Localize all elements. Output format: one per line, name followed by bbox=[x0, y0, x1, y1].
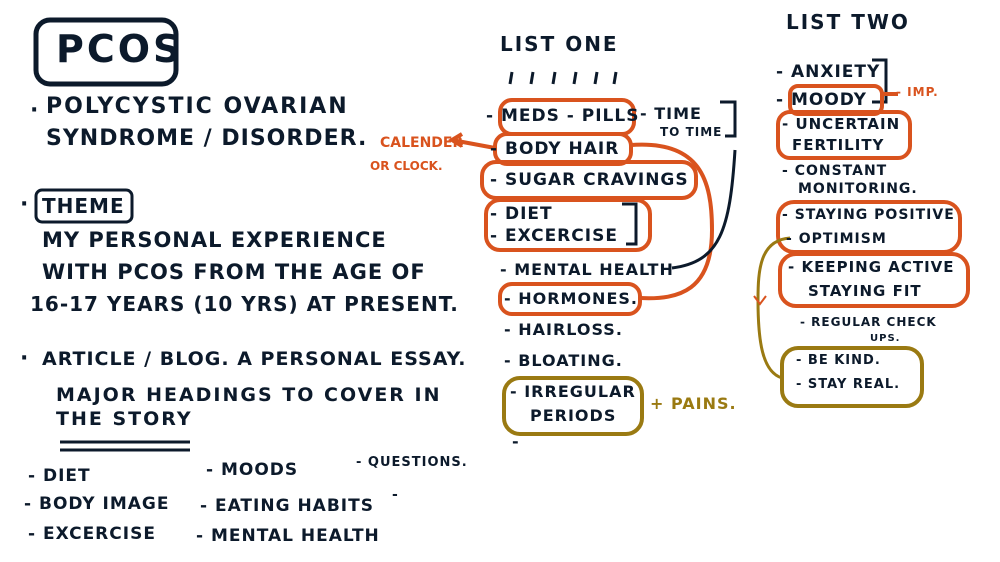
list-one-trailing-dash: - bbox=[512, 432, 520, 451]
list-one-ticks bbox=[508, 71, 618, 85]
definition-line-2: Syndrome / Disorder. bbox=[46, 126, 368, 151]
note-calender: Calender bbox=[380, 135, 464, 151]
connector-mental-health bbox=[671, 149, 737, 270]
note-time-2: to time bbox=[660, 125, 723, 139]
list-one-item-bloating: - Bloating. bbox=[504, 351, 623, 370]
list-one-item-bodyhair: - Body Hair bbox=[490, 139, 620, 159]
list-one-item-hormones: - Hormones. bbox=[504, 289, 638, 308]
theme-bullet: · bbox=[20, 192, 30, 217]
note-time-1: - Time bbox=[640, 104, 702, 123]
list-two-item-bekind: - Be kind. bbox=[796, 353, 881, 368]
list-one-item-hairloss: - Hairloss. bbox=[504, 320, 623, 339]
article-line-3: the story bbox=[56, 408, 193, 430]
list-two-item-active: - Keeping Active bbox=[788, 258, 955, 276]
list-one-item-irregular: - Irregular bbox=[510, 382, 636, 401]
list-two-item-ups: ups. bbox=[870, 333, 901, 344]
list-two-item-constant: - Constant bbox=[782, 163, 888, 179]
list-one-item-diet: - Diet bbox=[490, 204, 553, 224]
heading-questions: - Questions. bbox=[356, 455, 468, 470]
list-two-item-uncertain: - Uncertain bbox=[782, 115, 901, 133]
list-two-item-anxiety: - Anxiety bbox=[776, 62, 881, 82]
list-two-item-regular: - Regular Check bbox=[800, 315, 937, 329]
article-line-2: Major headings to cover in bbox=[56, 384, 442, 406]
connector-positive-bekind bbox=[756, 236, 791, 380]
list-two-item-stayreal: - Stay Real. bbox=[796, 377, 901, 392]
note-pains: + Pains. bbox=[650, 394, 737, 413]
heading-eating-habits: - Eating Habits bbox=[200, 496, 374, 516]
heading-diet: - Diet bbox=[28, 466, 91, 486]
heading-excercise: - Excercise bbox=[28, 524, 156, 544]
list-one-item-excercise: - Excercise bbox=[490, 226, 618, 246]
list-two-item-monitoring: Monitoring. bbox=[798, 181, 918, 197]
heading-body-image: - Body Image bbox=[24, 494, 170, 514]
note-imp: - Imp. bbox=[896, 85, 939, 99]
list-two-item-optimism: - Optimism bbox=[786, 231, 887, 247]
theme-line-1: My personal experience bbox=[42, 228, 387, 252]
heading-moods: - Moods bbox=[206, 460, 299, 480]
article-bullet: · bbox=[20, 346, 30, 371]
list-one-item-mental-health: - Mental Health bbox=[500, 260, 674, 279]
list-one-item-meds: - Meds - Pills bbox=[486, 106, 640, 126]
list-two-heading: List Two bbox=[786, 10, 910, 34]
list-one-heading: List One bbox=[500, 32, 619, 56]
dash-mark: - bbox=[392, 487, 399, 503]
note-clock: or clock. bbox=[370, 159, 443, 173]
article-line-1: Article / Blog. A personal essay. bbox=[42, 348, 467, 370]
list-two-item-fit: Staying Fit bbox=[808, 282, 922, 300]
list-one-item-periods: Periods bbox=[530, 406, 617, 425]
diet-bracket bbox=[622, 202, 638, 246]
list-two-item-moody: - Moody bbox=[776, 90, 867, 110]
theme-label: Theme bbox=[42, 194, 125, 218]
definition-bullet: · bbox=[30, 98, 40, 123]
page-title: PCOS bbox=[56, 27, 184, 71]
list-one-item-sugar: - Sugar Cravings bbox=[490, 170, 689, 190]
theme-line-2: with PCOS from the age of bbox=[42, 260, 426, 284]
theme-line-3: 16-17 years (10 yrs) at present. bbox=[30, 292, 459, 316]
list-two-item-positive: - Staying Positive bbox=[782, 207, 955, 223]
heading-mental-health: - Mental Health bbox=[196, 526, 380, 546]
small-heart bbox=[753, 295, 767, 306]
definition-line-1: Polycystic Ovarian bbox=[46, 94, 349, 119]
list-two-item-fertility: Fertility bbox=[792, 136, 885, 154]
